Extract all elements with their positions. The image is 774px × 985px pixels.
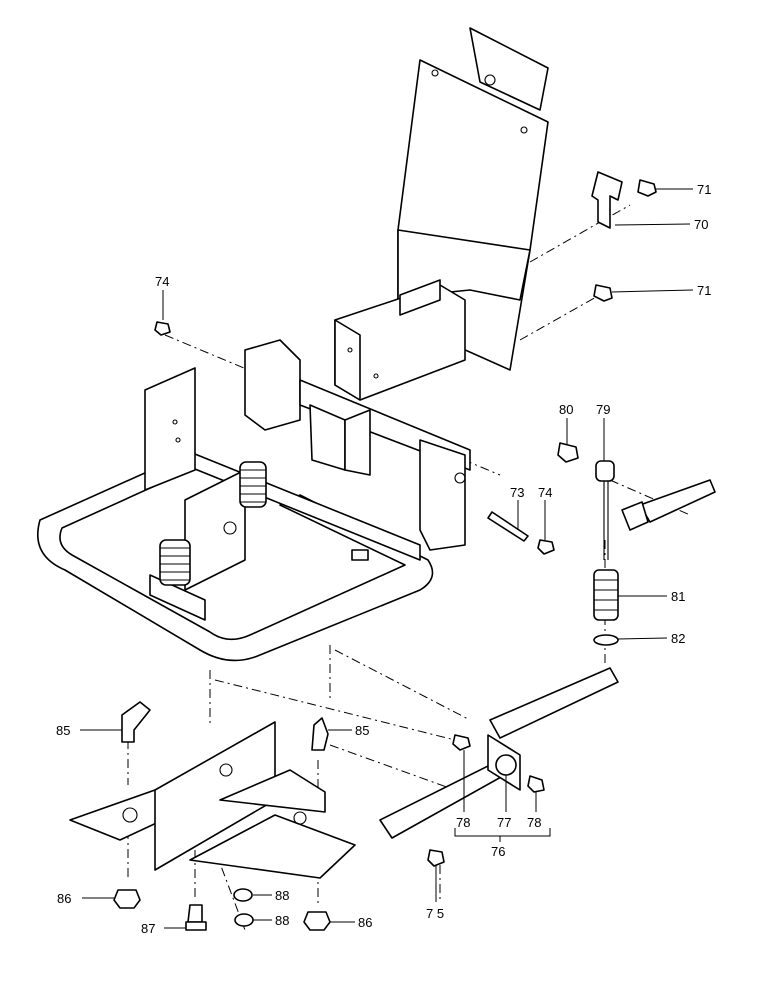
callout-74-right: 74 (538, 485, 552, 500)
mounting-plates (69, 721, 356, 879)
assembly-lines (127, 204, 691, 931)
callout-70: 70 (694, 217, 708, 232)
callout-73: 73 (510, 485, 524, 500)
pin-and-nuts (154, 321, 555, 555)
callout-77: 77 (497, 815, 511, 830)
seat-bracket (244, 279, 471, 551)
callout-71-top: 71 (697, 182, 711, 197)
callout-81: 81 (671, 589, 685, 604)
spring-right (239, 461, 267, 508)
callout-85-left: 85 (56, 723, 70, 738)
callout-86-right: 86 (358, 915, 372, 930)
callout-78-left: 78 (456, 815, 470, 830)
hardware-70-71 (591, 171, 657, 302)
callout-79: 79 (596, 402, 610, 417)
leader-lines (80, 188, 694, 929)
callout-88-bottom: 88 (275, 913, 289, 928)
springs (159, 461, 267, 586)
callout-76: 76 (491, 844, 505, 859)
callout-74-top: 74 (155, 274, 169, 289)
callout-87: 87 (141, 921, 155, 936)
callout-80: 80 (559, 402, 573, 417)
callout-85-right: 85 (355, 723, 369, 738)
callout-82: 82 (671, 631, 685, 646)
callout-75: 7 5 (426, 906, 444, 921)
spring-rod-assembly (557, 442, 716, 646)
callout-labels: 71 70 71 74 73 74 80 79 81 82 85 85 78 7… (56, 182, 711, 936)
lower-linkage (379, 667, 619, 867)
callout-86-left: 86 (57, 891, 71, 906)
callout-71-bottom: 71 (697, 283, 711, 298)
spring-left (159, 539, 191, 586)
callout-88-top: 88 (275, 888, 289, 903)
callout-78-right: 78 (527, 815, 541, 830)
